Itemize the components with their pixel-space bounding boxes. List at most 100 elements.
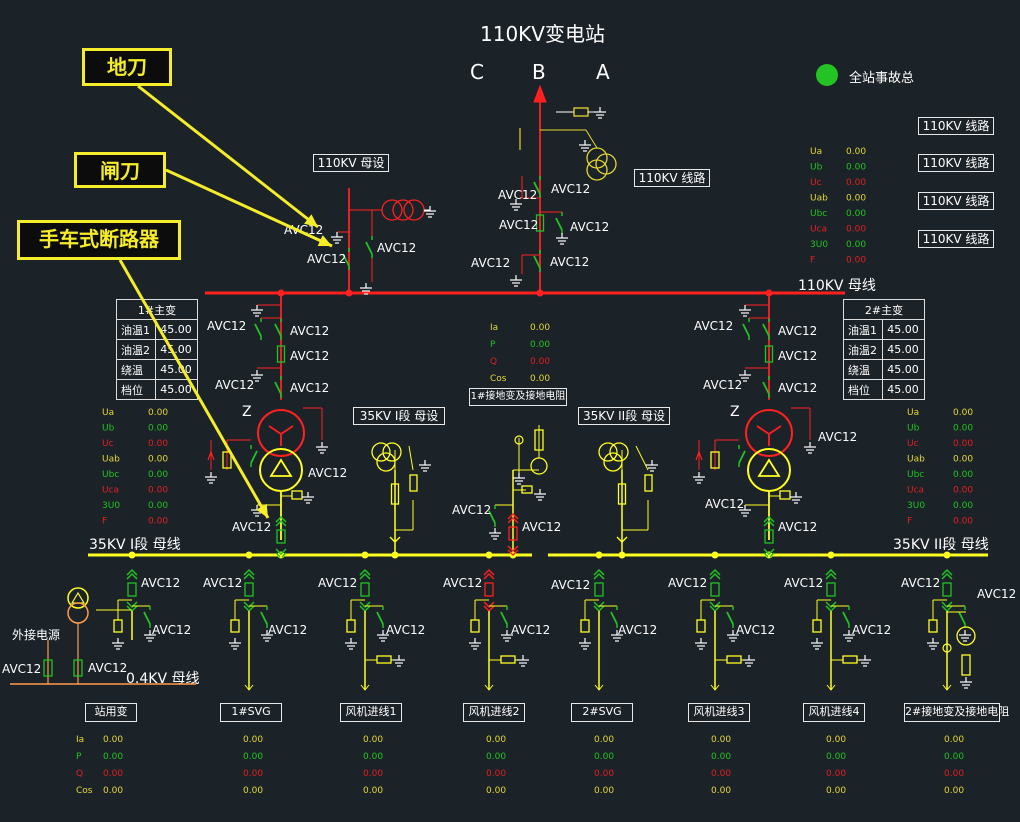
- feeder-meas-value: 0.00: [486, 769, 506, 779]
- tf2-row-label: 油温1: [842, 319, 884, 340]
- pt-label-35kv-2[interactable]: 35KV II段 母设: [578, 407, 670, 425]
- avc-label: AVC12: [784, 576, 823, 590]
- pt-coil-icon: [382, 442, 402, 462]
- feeder-meas-value: 0.00: [711, 769, 731, 779]
- cart-contact-icon: [275, 515, 287, 523]
- bus1-voltage-meas-label: Ubc: [102, 470, 119, 480]
- pt-label-35kv-1[interactable]: 35KV I段 母设: [353, 407, 445, 425]
- bus-04kv-label: 0.4KV 母线: [126, 671, 200, 687]
- feeder-meas-value: 0.00: [103, 769, 123, 779]
- line-voltage-meas-value: 0.00: [846, 163, 866, 173]
- grounding-label-center[interactable]: 1#接地变及接地电阻: [469, 388, 567, 406]
- feeder-name-6[interactable]: 风机进线3: [688, 703, 750, 722]
- feeder-meas-value: 0.00: [363, 786, 383, 796]
- avc-label: AVC12: [522, 520, 561, 534]
- bus1-voltage-meas-label: Ub: [102, 424, 115, 434]
- line-button-3[interactable]: 110KV 线路: [918, 192, 994, 210]
- feeder-arrow-icon: [360, 684, 370, 691]
- switch-blade-icon: [533, 255, 541, 269]
- bus2-voltage-meas-label: Uc: [907, 439, 919, 449]
- feeder-arrow-icon: [484, 684, 494, 691]
- avc-label: AVC12: [386, 623, 425, 637]
- switch-blade-icon: [842, 611, 850, 625]
- bus2-voltage-meas-label: F: [907, 517, 912, 527]
- avc-label: AVC12: [703, 378, 742, 392]
- bus1-voltage-meas-value: 0.00: [148, 486, 168, 496]
- feeder-name-2[interactable]: 1#SVG: [220, 703, 282, 722]
- tf2-row-value: 45.00: [882, 379, 925, 400]
- grounding-tx-icon: [956, 626, 976, 646]
- center-meas-label: Q: [490, 357, 497, 367]
- ct-icon: [842, 655, 858, 664]
- bus2-voltage-meas-value: 0.00: [953, 408, 973, 418]
- feeder-name-5[interactable]: 2#SVG: [571, 703, 633, 722]
- feeder-name-7[interactable]: 风机进线4: [803, 703, 865, 722]
- avc-label: AVC12: [141, 576, 180, 590]
- bus-node: [245, 551, 253, 559]
- line-voltage-meas-label: Ubc: [810, 209, 827, 219]
- arrester-icon: [409, 474, 418, 492]
- arrester-icon: [346, 619, 356, 633]
- line-button-1[interactable]: 110KV 线路: [918, 117, 994, 135]
- cart-contact-icon: [243, 601, 255, 609]
- line-voltage-meas-value: 0.00: [846, 240, 866, 250]
- bus2-voltage-meas-label: Uca: [907, 486, 924, 496]
- feeder-meas-value: 0.00: [243, 786, 263, 796]
- pt-coil-icon: [598, 442, 618, 462]
- avc-label: AVC12: [377, 241, 416, 255]
- feeder-meas-value: 0.00: [103, 735, 123, 745]
- arrester-icon: [230, 619, 240, 633]
- feeder-name-3[interactable]: 风机进线1: [340, 703, 402, 722]
- avc-label: AVC12: [452, 503, 491, 517]
- arrester-icon: [928, 619, 938, 633]
- cart-breaker-icon: [764, 529, 774, 544]
- line-label-110kv[interactable]: 110KV 线路: [634, 169, 710, 187]
- callout-cart-breaker: 手车式断路器: [17, 220, 181, 260]
- phase-c-label: C: [470, 60, 484, 84]
- resistor-icon: [534, 429, 544, 451]
- avc-label: AVC12: [668, 576, 707, 590]
- tf2-row-label: 档位: [842, 379, 884, 400]
- alarm-indicator[interactable]: [816, 64, 838, 86]
- cart-breaker-icon: [244, 582, 254, 597]
- feeder-meas-value: 0.00: [944, 752, 964, 762]
- resistor-icon: [961, 654, 971, 676]
- avc-label: AVC12: [307, 252, 346, 266]
- bus1-voltage-meas-value: 0.00: [148, 501, 168, 511]
- line-voltage-meas-value: 0.00: [846, 225, 866, 235]
- wire: [408, 445, 414, 471]
- line-button-2[interactable]: 110KV 线路: [918, 154, 994, 172]
- feeder-meas-value: 0.00: [711, 786, 731, 796]
- line-button-4[interactable]: 110KV 线路: [918, 230, 994, 248]
- feeder-meas-value: 0.00: [826, 769, 846, 779]
- pt-coil-icon: [392, 199, 414, 221]
- avc-label: AVC12: [290, 324, 329, 338]
- cart-contact-icon: [763, 548, 775, 556]
- feeder-name-8[interactable]: 2#接地变及接地电阻: [904, 703, 1009, 722]
- ct-icon: [726, 655, 742, 664]
- feeder-name-1[interactable]: 站用变: [85, 703, 137, 722]
- cart-contact-icon: [126, 572, 138, 580]
- cart-contact-icon: [593, 572, 605, 580]
- cart-breaker-icon: [360, 582, 370, 597]
- bus-node: [827, 551, 835, 559]
- cart-contact-icon: [507, 549, 519, 557]
- bus1-voltage-meas-value: 0.00: [148, 424, 168, 434]
- delta-icon: [70, 591, 86, 604]
- z-label-2: Z: [730, 404, 740, 420]
- grounding-tx-icon: [530, 457, 548, 475]
- cart-breaker-icon: [826, 582, 836, 597]
- cart-contact-icon: [941, 601, 953, 609]
- cart-contact-icon: [825, 568, 837, 576]
- fuse-icon: [617, 483, 627, 505]
- feeder-arrow-icon: [594, 684, 604, 691]
- feeder-meas-value: 0.00: [711, 752, 731, 762]
- feeder-meas-value: 0.00: [594, 735, 614, 745]
- center-meas-label: P: [490, 340, 496, 350]
- feeder-name-4[interactable]: 风机进线2: [463, 703, 525, 722]
- avc-label: AVC12: [471, 256, 510, 270]
- bus1-voltage-meas-value: 0.00: [148, 470, 168, 480]
- cart-contact-icon: [243, 572, 255, 580]
- line-voltage-meas-label: Uab: [810, 194, 828, 204]
